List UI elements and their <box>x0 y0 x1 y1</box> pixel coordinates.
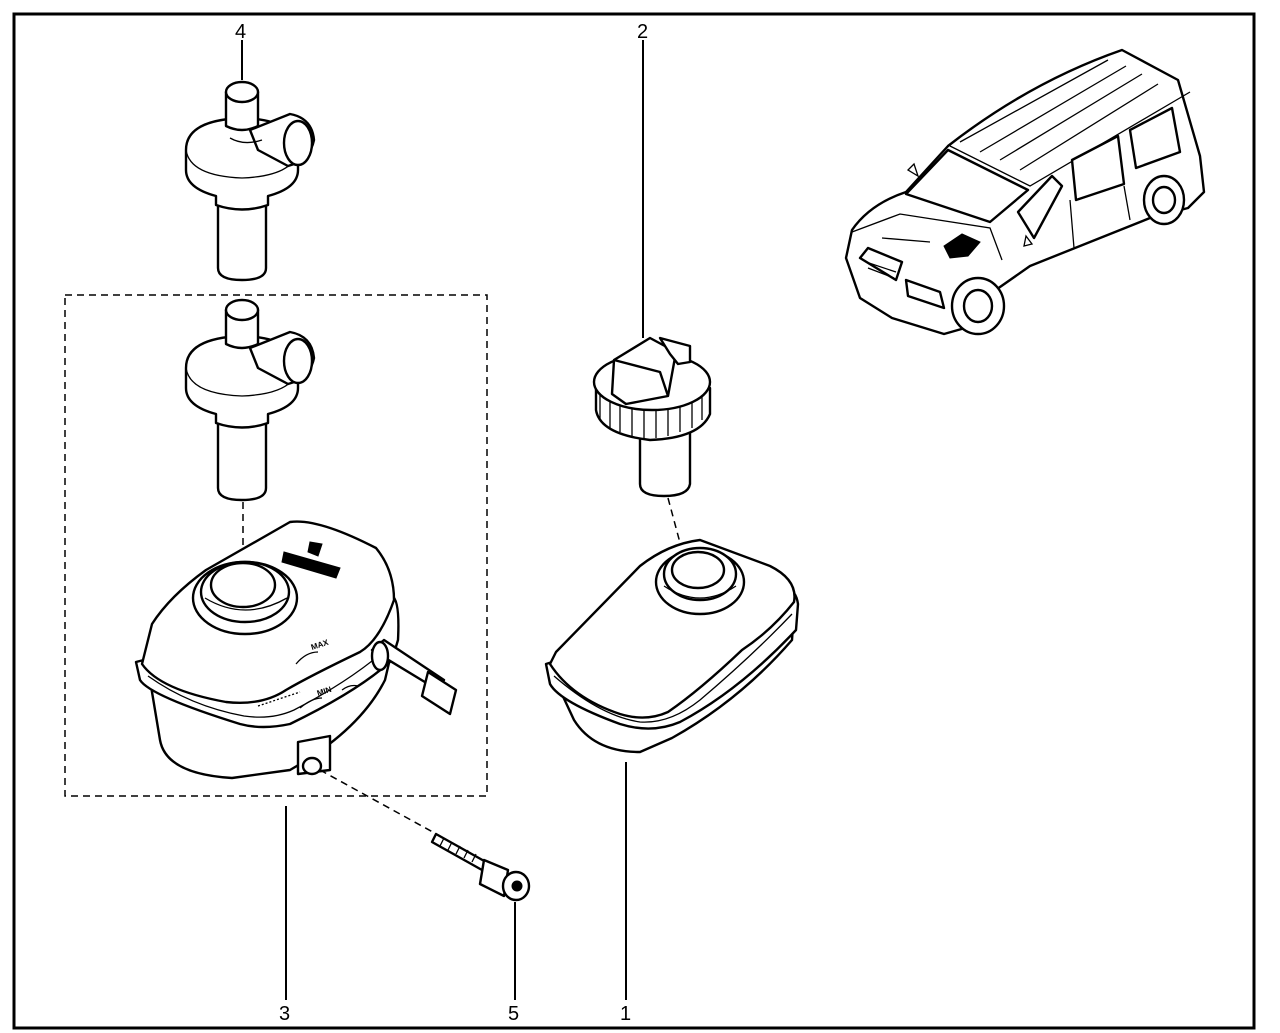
bolt-axis <box>319 769 441 837</box>
part-4-level-sensor <box>184 80 316 282</box>
diagram-frame <box>12 12 1256 1030</box>
callout-1: 1 <box>620 1003 631 1025</box>
part-2-cap-with-sensor <box>592 336 712 498</box>
callout-4: 4 <box>235 21 246 43</box>
callout-5: 5 <box>508 1003 519 1025</box>
cap-axis <box>667 497 691 581</box>
part-5-bolt <box>430 832 531 902</box>
vehicle-location-illustration <box>844 48 1206 336</box>
reservoir-logo <box>281 541 341 579</box>
kit-level-sensor <box>184 298 316 502</box>
callout-2: 2 <box>637 21 648 43</box>
reservoir-min-mark: MIN <box>316 685 333 698</box>
part-1-brake-fluid-reservoir <box>544 538 800 754</box>
kit-boundary-box <box>64 294 488 797</box>
kit-brake-fluid-reservoir: MAX MIN <box>134 520 458 780</box>
callout-3: 3 <box>279 1003 290 1025</box>
reservoir-location-highlight <box>943 233 981 259</box>
